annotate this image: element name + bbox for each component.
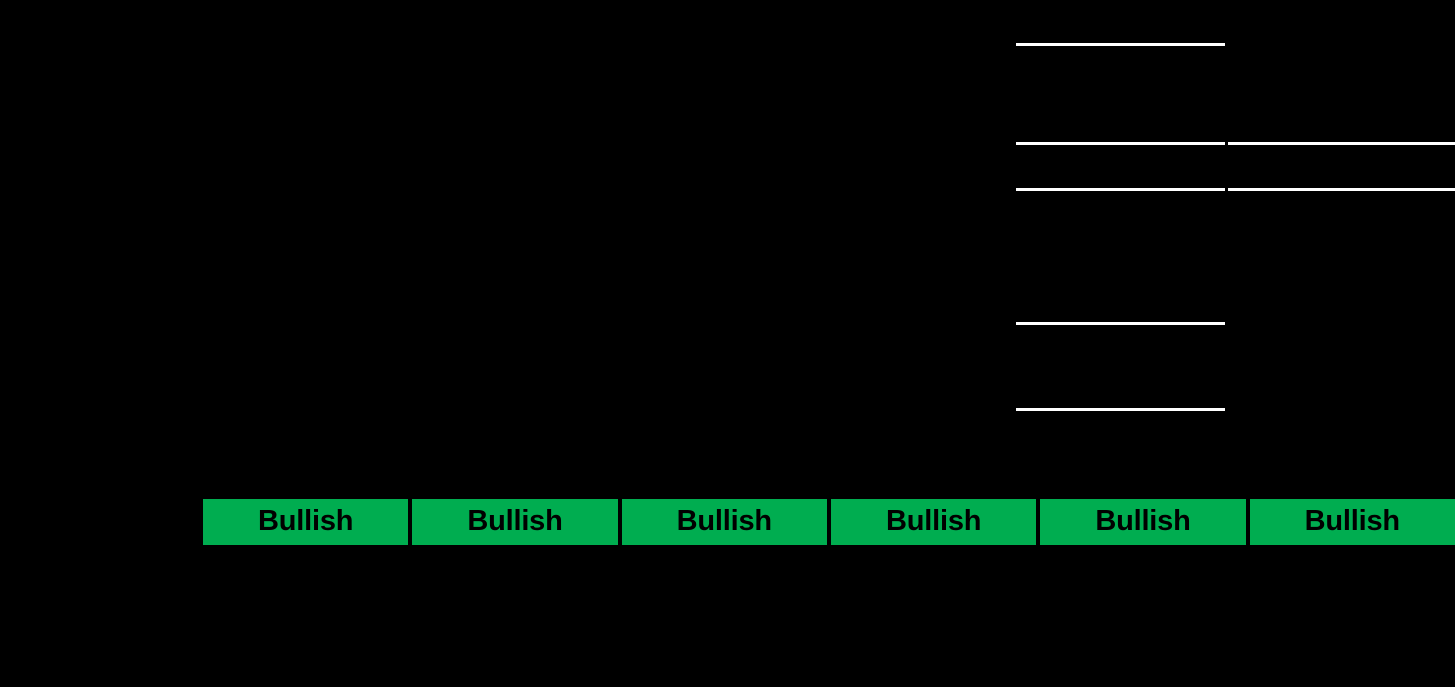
rule-2-left	[1016, 142, 1225, 145]
signal-badge-label: Bullish	[467, 504, 563, 537]
signal-badge-5[interactable]: Bullish	[1040, 499, 1246, 545]
signal-badge-3[interactable]: Bullish	[621, 499, 827, 545]
signal-badge-6[interactable]: Bullish	[1249, 499, 1455, 545]
rule-2-right	[1228, 142, 1455, 145]
rule-1-left	[1016, 43, 1225, 46]
rule-4-left	[1016, 322, 1225, 325]
rule-3-left	[1016, 188, 1225, 191]
signal-badge-label: Bullish	[1095, 504, 1191, 537]
signal-badge-4[interactable]: Bullish	[830, 499, 1037, 545]
signal-badge-2[interactable]: Bullish	[412, 499, 618, 545]
bullish-signal-row: Bullish Bullish Bullish Bullish Bullish Bulli…	[203, 499, 1455, 545]
signal-badge-label: Bullish	[886, 504, 982, 537]
signal-badge-label: Bullish	[1304, 504, 1400, 537]
signal-badge-label: Bullish	[676, 504, 772, 537]
rule-3-right	[1228, 188, 1455, 191]
signal-badge-1[interactable]: Bullish	[203, 499, 409, 545]
signal-badge-label: Bullish	[258, 504, 354, 537]
rule-5-left	[1016, 408, 1225, 411]
